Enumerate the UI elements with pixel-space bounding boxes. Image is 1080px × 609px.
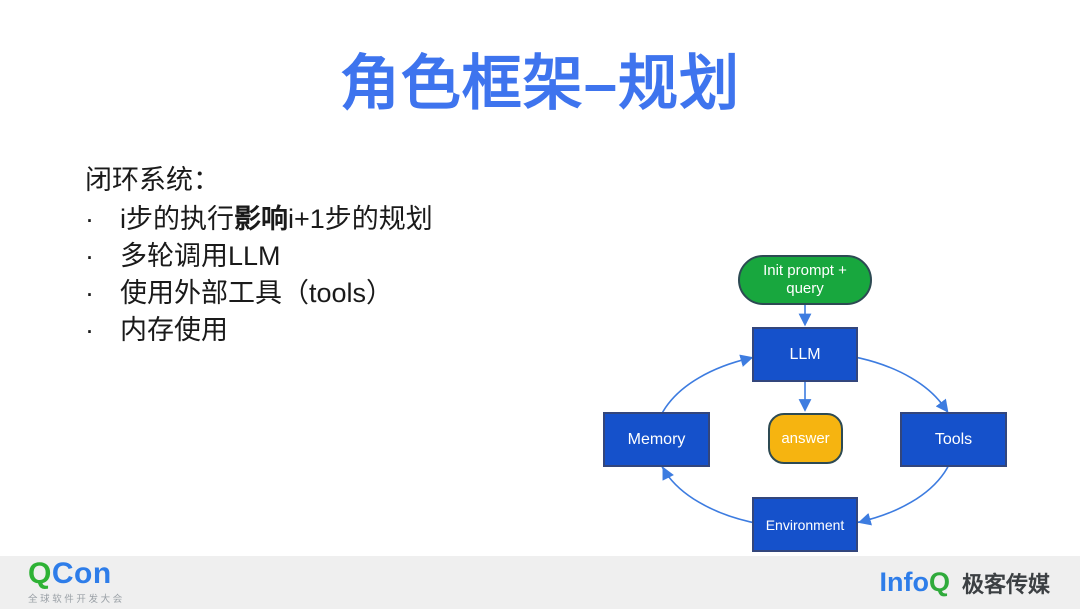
infoq-wordmark: InfoQ	[879, 569, 950, 596]
body-text-block: 闭环系统： · i步的执行影响i+1步的规划 · 多轮调用LLM · 使用外部工…	[85, 164, 433, 352]
bullet-text: 多轮调用LLM	[120, 241, 281, 271]
bullet-dot: ·	[85, 241, 94, 271]
bullet-dot: ·	[85, 315, 94, 345]
bullet-item: · 内存使用	[85, 315, 433, 345]
infoq-q-letter: Q	[928, 567, 950, 597]
bullet-item: · 多轮调用LLM	[85, 241, 433, 271]
bullet-text: i步的执行影响i+1步的规划	[120, 204, 433, 234]
bullet-item: · i步的执行影响i+1步的规划	[85, 204, 433, 234]
slide-title: 角色框架–规划	[339, 50, 741, 117]
bullet-text-bold: 影响	[234, 204, 288, 234]
bullet-text-post: i+1步的规划	[288, 204, 433, 234]
bullet-text-pre: i步的执行	[120, 204, 234, 234]
edge-llm-to-tools-arrowhead	[935, 398, 949, 413]
node-init-prompt: Init prompt + query	[738, 255, 872, 305]
qcon-con-letters: Con	[51, 557, 112, 590]
body-heading: 闭环系统：	[85, 165, 220, 195]
bullet-dot: ·	[85, 204, 94, 234]
edge-environment-to-memory-arrowhead	[662, 466, 674, 481]
bullet-text: 使用外部工具（tools）	[120, 278, 394, 308]
qcon-q-letter: Q	[28, 557, 52, 590]
node-answer: answer	[768, 413, 843, 464]
qcon-logo: QCon 全球软件开发大会	[28, 559, 125, 606]
infoq-logo: InfoQ 极客传媒	[879, 556, 1050, 609]
node-environment: Environment	[752, 497, 858, 552]
node-tools: Tools	[900, 412, 1007, 467]
edge-tools-to-environment-arrowhead	[857, 513, 873, 526]
node-memory: Memory	[603, 412, 710, 467]
qcon-subtitle: 全球软件开发大会	[28, 594, 125, 605]
bullet-dot: ·	[85, 278, 94, 308]
bullet-text: 内存使用	[120, 315, 228, 345]
bullet-item: · 使用外部工具（tools）	[85, 278, 433, 308]
qcon-wordmark: QCon	[28, 559, 125, 589]
node-llm: LLM	[752, 327, 858, 382]
infoq-info-letters: Info	[879, 567, 929, 597]
edge-memory-to-llm-arrowhead	[739, 354, 754, 367]
infoq-media-label: 极客传媒	[961, 571, 1050, 597]
footer-bar: QCon 全球软件开发大会 InfoQ 极客传媒	[0, 556, 1080, 609]
